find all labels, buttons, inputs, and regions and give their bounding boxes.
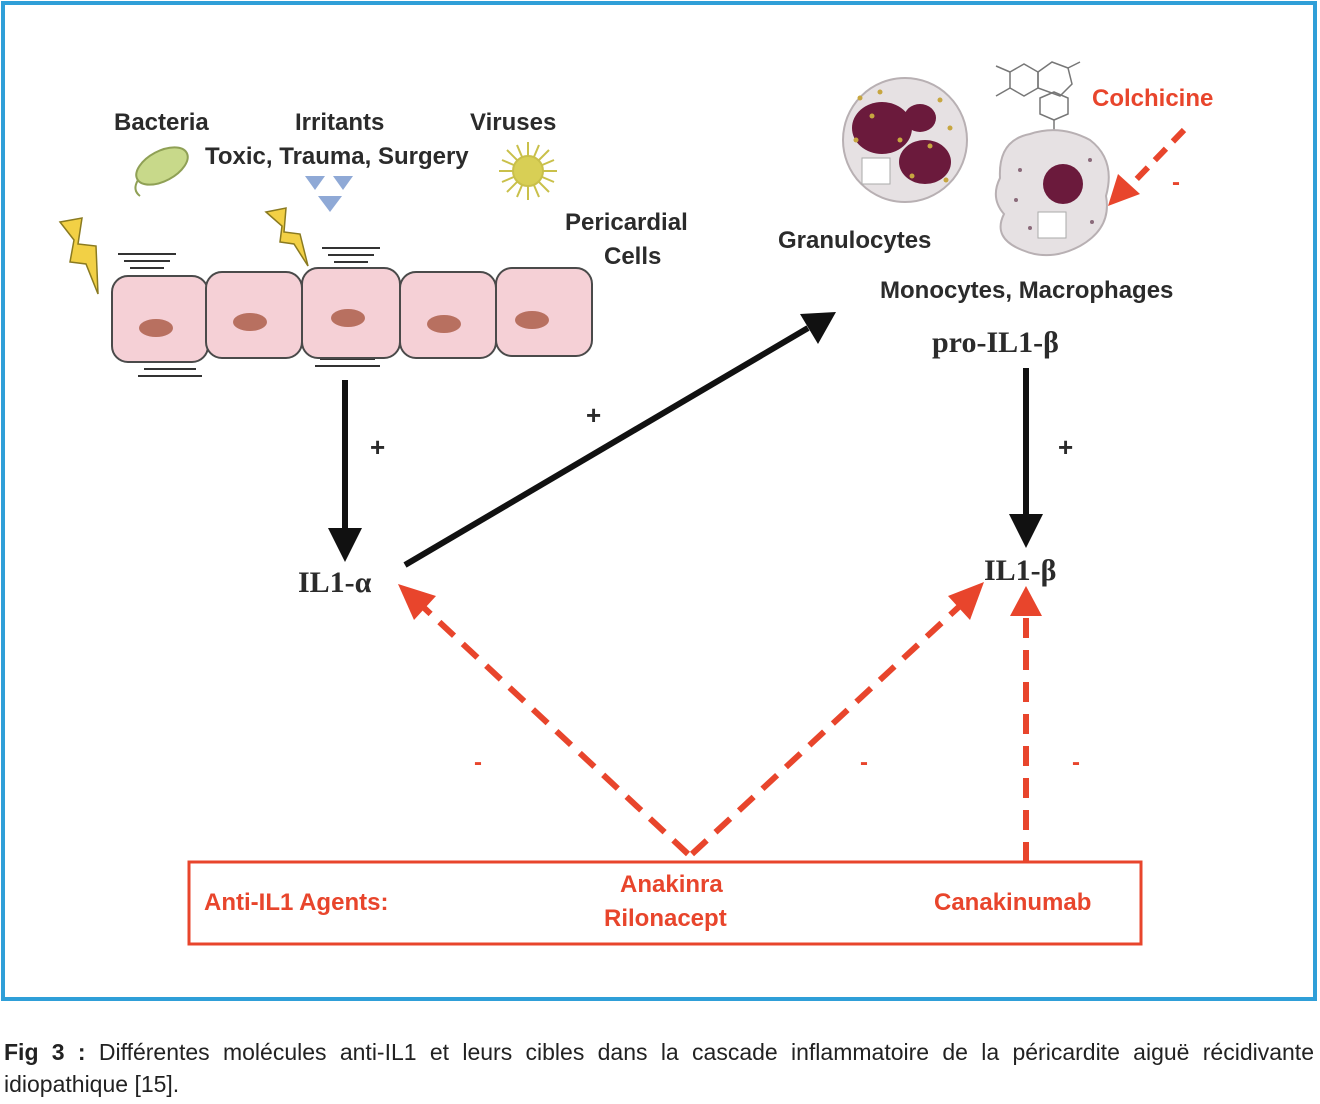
arrowhead-macrophages [800,312,836,344]
label-toxic-trauma-surgery: Toxic, Trauma, Surgery [205,143,469,170]
label-rilonacept: Rilonacept [604,905,727,932]
sign-plus-left: + [370,432,385,462]
inhibit-arrowhead-canakinumab [1010,586,1042,616]
colchicine-molecule-icon [995,61,1081,134]
inhibit-arrow-to-il1a [417,601,691,857]
label-colchicine: Colchicine [1092,85,1213,112]
inhibit-arrowhead-il1b [948,582,984,620]
arrow-il1a-to-macrophages [403,325,810,568]
arrowhead-il1a [328,528,362,562]
label-viruses: Viruses [470,109,556,136]
caption-label: Fig 3 : [4,1039,86,1065]
colchicine-inhibit-arrow [1125,127,1187,191]
inhibit-arrow-to-il1b [689,601,965,857]
label-canakinumab: Canakinumab [934,889,1091,916]
label-pericardial: Pericardial [565,209,688,236]
label-anakinra: Anakinra [620,871,723,898]
lightning-icon [264,207,309,267]
label-il1-beta: IL1-β [984,554,1056,587]
virus-icon [499,142,557,200]
sign-plus-diagonal: + [586,400,601,430]
sign-minus-left: - [474,749,482,776]
label-bacteria: Bacteria [114,109,209,136]
label-anti-il1-agents: Anti-IL1 Agents: [204,889,388,916]
cell-nucleus [139,309,549,337]
sign-minus-colchicine: - [1172,169,1180,196]
sign-minus-right: - [1072,749,1080,776]
lightning-icon [58,217,99,295]
inhibit-arrowhead-il1a [398,584,436,620]
macrophage-icon [994,129,1110,257]
label-monocytes-macrophages: Monocytes, Macrophages [880,277,1173,304]
label-granulocytes: Granulocytes [778,227,931,254]
figure-frame [1,1,1317,1001]
caption-text: Différentes molécules anti-IL1 et leurs … [4,1039,1314,1097]
sign-plus-right: + [1058,432,1073,462]
anti-il1-agents-box [187,860,1143,946]
granulocyte-icon [842,77,968,203]
colchicine-arrowhead [1108,174,1140,206]
diagram-canvas: Bacteria Irritants Viruses Toxic, Trauma… [1,1,1317,1001]
figure-caption: Fig 3 : Différentes molécules anti-IL1 e… [4,1036,1314,1100]
label-irritants: Irritants [295,109,384,136]
irritant-triangles-icon [305,176,353,212]
arrowhead-il1b [1009,514,1043,548]
label-cells: Cells [604,243,661,270]
label-pro-il1-beta: pro-IL1-β [932,326,1059,359]
label-il1-alpha: IL1-α [298,566,372,599]
bacteria-icon [134,146,189,197]
figure: Bacteria Irritants Viruses Toxic, Trauma… [1,1,1317,1001]
sign-minus-middle: - [860,749,868,776]
